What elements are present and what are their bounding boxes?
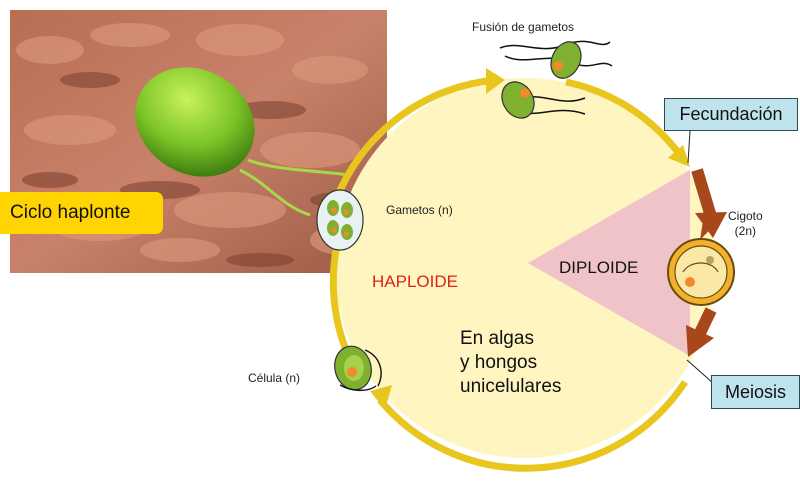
diploid-phase-label: DIPLOIDE — [559, 258, 639, 277]
cycle-arrowhead-top — [486, 68, 505, 94]
cell-label: Célula (n) — [248, 371, 301, 385]
gametes-cluster-icon — [316, 189, 364, 251]
algal-cell-icon — [334, 345, 382, 392]
haploid-phase-circle — [335, 78, 715, 458]
haploid-phase-label: HAPLOIDE — [372, 272, 458, 291]
cycle-arrowhead-right — [668, 145, 690, 167]
zygote-icon — [667, 238, 735, 306]
diploid-arrow — [691, 168, 718, 336]
gamete-pair-icon — [499, 40, 613, 119]
zygote-label: Cigoto (2n) — [728, 209, 763, 238]
organisms-note: En algas y hongos unicelulares — [460, 328, 562, 397]
cycle-arrowhead-bottom — [370, 385, 392, 410]
meiosis-callout: Meiosis — [711, 375, 800, 409]
title-badge: Ciclo haplonte — [0, 192, 163, 234]
diploid-phase-sector — [528, 170, 690, 356]
gametes-label: Gametos (n) — [386, 203, 453, 217]
green-algae-photo — [10, 10, 387, 273]
fusion-label: Fusión de gametos — [472, 20, 575, 34]
fertilization-callout: Fecundación — [664, 98, 798, 131]
